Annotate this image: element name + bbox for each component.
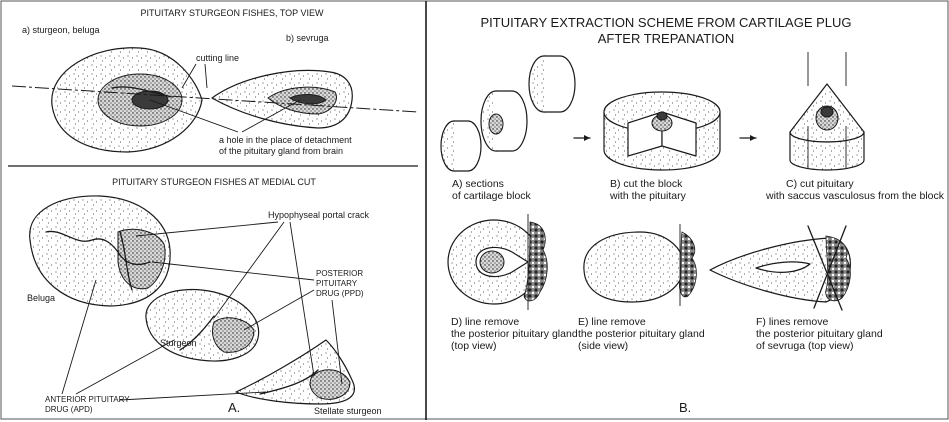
arrow-a-to-b-head — [584, 135, 590, 141]
step-a-line1: A) sections — [452, 178, 504, 190]
label-cutting-line: cutting line — [196, 53, 239, 63]
step-e-line1: E) line remove — [578, 316, 646, 328]
arrow-b-to-c-head — [750, 135, 756, 141]
panel-a-letter: A. — [228, 400, 240, 415]
label-beluga: Beluga — [27, 293, 55, 303]
apd-pointer-stellate — [120, 392, 266, 400]
sturgeon-medial-illustration — [146, 290, 259, 361]
step-d-line1: D) line remove — [451, 316, 519, 328]
cartilage-sections-illustration — [441, 56, 575, 171]
ppd-label-line2: PITUITARY — [316, 279, 358, 288]
step-c-line2: with saccus vasculosus from the block — [765, 190, 945, 202]
beluga-medial-illustration — [30, 196, 170, 306]
cutting-line-pointer — [205, 64, 207, 88]
label-stellate: Stellate sturgeon — [314, 406, 382, 416]
panel-b-title-line1: PITUITARY EXTRACTION SCHEME FROM CARTILA… — [480, 15, 851, 30]
apd-label-line2: DRUG (APD) — [45, 405, 93, 414]
step-a-line2: of cartilage block — [452, 190, 532, 202]
hole-label-line1: a hole in the place of detachment — [219, 135, 352, 145]
label-sturgeon-beluga: a) sturgeon, beluga — [22, 25, 100, 35]
sevruga-gland-top-view-illustration — [710, 226, 850, 310]
sevruga-top-view-illustration — [212, 70, 352, 128]
posterior-gland-side-view-illustration — [584, 224, 696, 306]
ppd-label-line1: POSTERIOR — [316, 269, 363, 278]
crack-pointer-stellate — [290, 222, 314, 376]
step-c-line1: C) cut pituitary — [786, 178, 854, 190]
ppd-label-line3: DRUG (PPD) — [316, 289, 364, 298]
hole-label-line2: of the pituitary gland from brain — [219, 146, 343, 156]
panel-b-title-line2: AFTER TREPANATION — [598, 31, 735, 46]
apd-pointer-sturgeon — [76, 340, 174, 394]
step-f-line1: F) lines remove — [756, 316, 829, 328]
posterior-gland-top-view-illustration — [448, 214, 547, 310]
step-d-line2: the posterior pituitary gland — [451, 328, 578, 340]
label-crack: Hypophyseal portal crack — [268, 210, 370, 220]
step-b-line1: B) cut the block — [610, 178, 683, 190]
step-f-line2: the posterior pituitary gland — [756, 328, 883, 340]
cut-pituitary-wedge-illustration — [790, 52, 864, 170]
apd-label-line1: ANTERIOR PITUITARY — [45, 395, 130, 404]
ppd-pointer-beluga — [152, 262, 314, 280]
beluga-top-view-illustration — [52, 48, 202, 152]
step-d-line3: (top view) — [451, 340, 497, 352]
cut-block-illustration — [604, 92, 720, 170]
step-f-line3: of sevruga (top view) — [756, 340, 853, 352]
label-sturgeon: Sturgeon — [160, 338, 197, 348]
panel-b-letter: B. — [679, 400, 691, 415]
step-b-line2: with the pituitary — [609, 190, 687, 202]
stellate-sturgeon-medial-illustration — [236, 340, 354, 404]
top-view-title: PITUITARY STURGEON FISHES, TOP VIEW — [140, 8, 324, 18]
step-e-line2: the posterior pituitary gland — [578, 328, 705, 340]
medial-cut-title: PITUITARY STURGEON FISHES AT MEDIAL CUT — [112, 177, 316, 187]
label-sevruga: b) sevruga — [286, 33, 329, 43]
step-e-line3: (side view) — [578, 340, 628, 352]
